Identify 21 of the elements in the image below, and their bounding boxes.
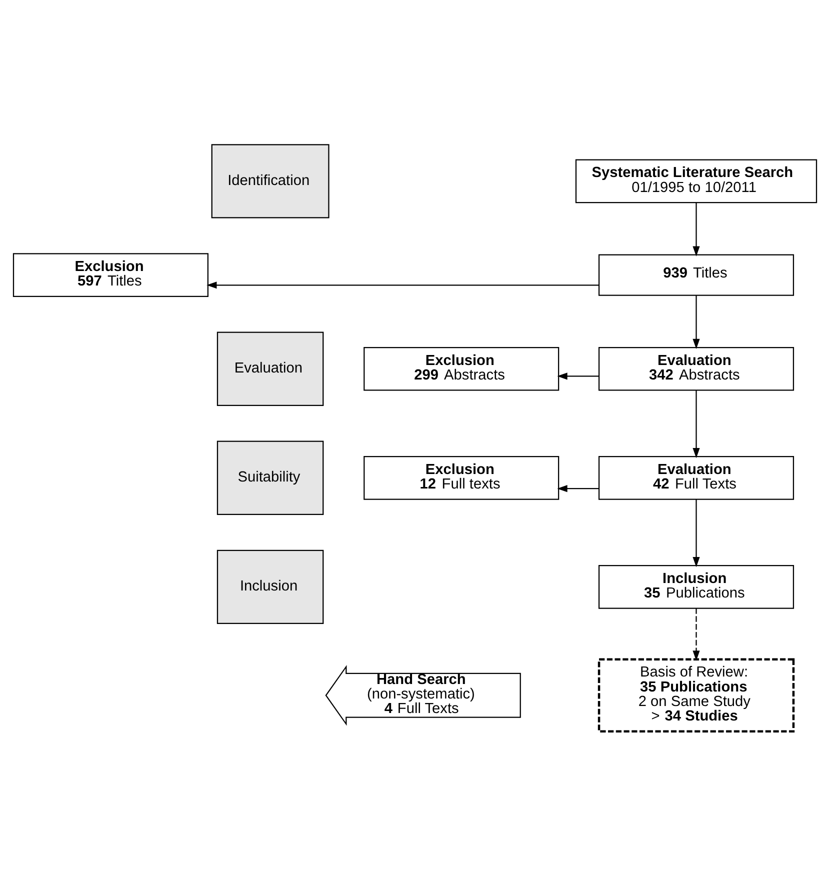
node-box: Basis of Review: 35 Publications 2 on Same Study > 34 Studies bbox=[597, 658, 794, 732]
arrow bbox=[692, 294, 700, 348]
arrow bbox=[556, 372, 598, 380]
node-box: Evaluation bbox=[216, 331, 324, 406]
node-box: Systematic Literature Search 01/1995 to 10/2011 bbox=[574, 158, 817, 203]
arrow bbox=[692, 390, 700, 458]
arrow bbox=[206, 281, 598, 288]
arrow bbox=[692, 498, 700, 567]
node-box: Inclusion bbox=[216, 549, 324, 624]
node-box: 939 Titles bbox=[598, 254, 794, 296]
node-box: Exclusion 12 Full texts bbox=[363, 455, 559, 500]
node-box: Exclusion 299 Abstracts bbox=[363, 346, 559, 390]
node-box: Inclusion 35 Publications bbox=[598, 564, 794, 608]
node-box: Identification bbox=[210, 144, 329, 218]
node-box: Suitability bbox=[216, 440, 324, 514]
arrow bbox=[556, 484, 598, 492]
node-box: Evaluation 342 Abstracts bbox=[598, 346, 794, 390]
arrow bbox=[692, 202, 700, 256]
node-box: Evaluation 42 Full Texts bbox=[598, 455, 794, 500]
arrow bbox=[692, 608, 700, 660]
node-box: Exclusion 597 Titles bbox=[12, 252, 208, 296]
